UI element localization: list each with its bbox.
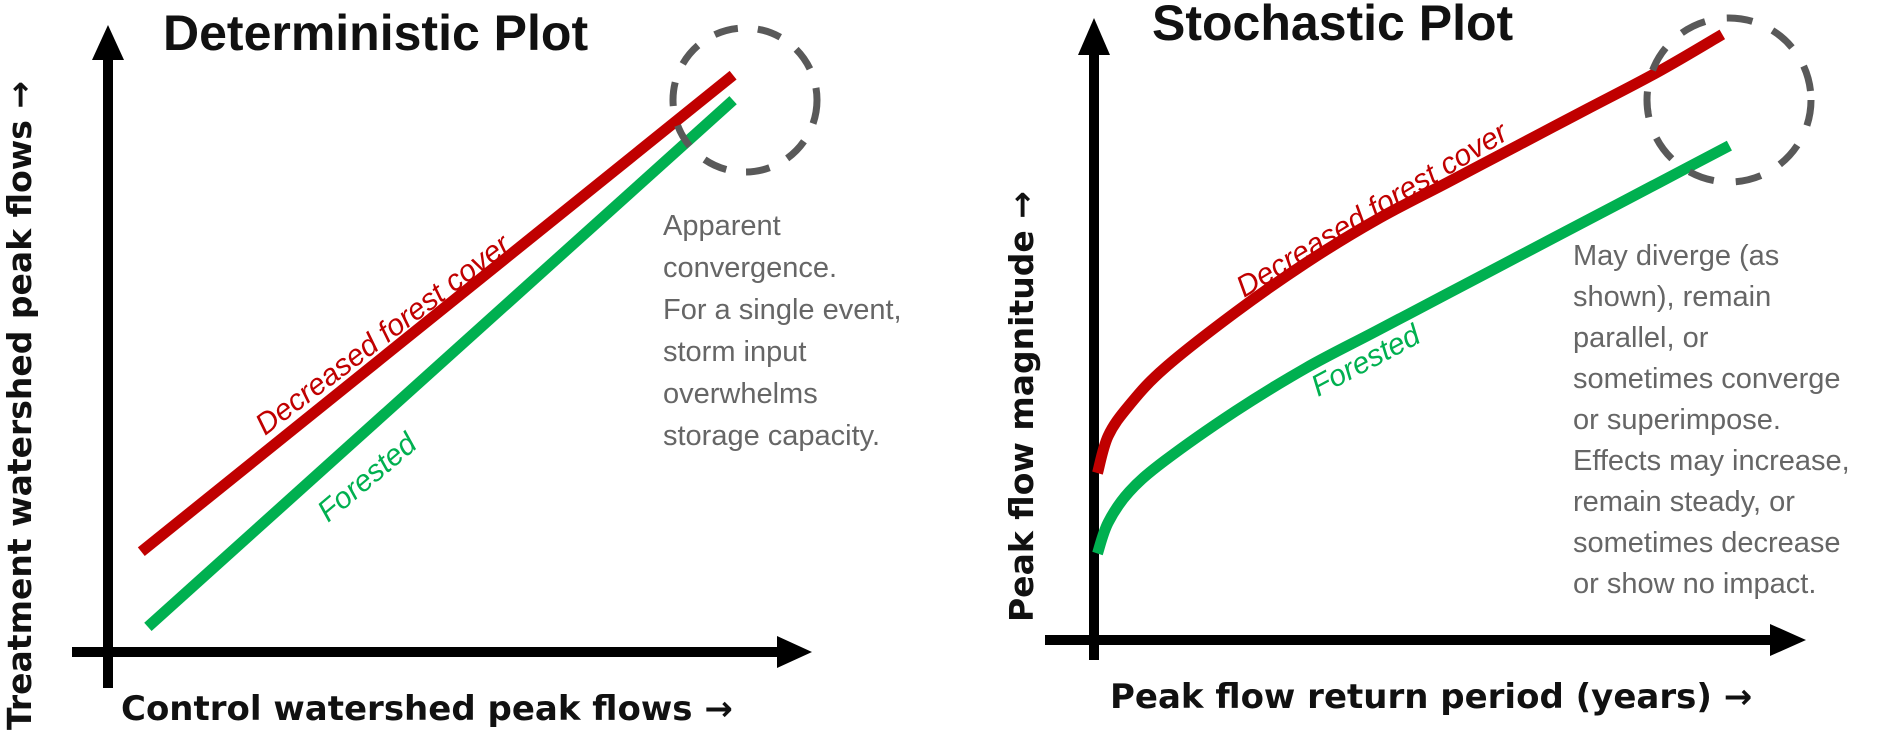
series-line-forested (144, 96, 737, 631)
divergence-highlight-circle (1643, 14, 1815, 186)
y-axis-arrowhead-icon (1078, 18, 1110, 55)
note-line: sometimes decrease (1573, 527, 1841, 559)
note-line: storage capacity. (663, 420, 880, 452)
chart-title: Deterministic Plot (163, 5, 588, 61)
note-line: For a single event, (663, 294, 902, 326)
note-line: sometimes converge (1573, 363, 1841, 395)
series-group (137, 70, 737, 631)
note-line: shown), remain (1573, 281, 1771, 313)
note-line: Apparent (663, 210, 781, 242)
note-line: or superimpose. (1573, 404, 1781, 436)
axes (1045, 18, 1806, 660)
note-line: parallel, or (1573, 322, 1709, 354)
y-axis-label: Peak flow magnitude → (1002, 191, 1041, 622)
series-label-forested: Forested (311, 426, 424, 528)
note-line: Effects may increase, (1573, 445, 1850, 477)
series-line-decreased-forest-cover (137, 70, 737, 556)
x-axis-label: Control watershed peak flows → (121, 689, 733, 729)
deterministic-plot: Deterministic Plot Control watershed pea… (0, 5, 910, 730)
note-line: overwhelms (663, 378, 818, 410)
note-line: storm input (663, 336, 806, 368)
convergence-highlight-circle (669, 24, 821, 176)
chart-title: Stochastic Plot (1152, 0, 1514, 51)
x-axis-arrowhead-icon (1770, 624, 1806, 656)
note-line: or show no impact. (1573, 568, 1816, 600)
stochastic-plot: Stochastic Plot Peak flow return period … (1002, 0, 1858, 717)
series-group (1092, 29, 1732, 556)
annotation-note: May diverge (as shown), remain parallel,… (1573, 240, 1858, 600)
y-axis-label: Treatment watershed peak flows → (0, 81, 39, 730)
x-axis-label: Peak flow return period (years) → (1110, 677, 1752, 717)
x-axis-arrowhead-icon (777, 636, 812, 668)
y-axis-arrowhead-icon (92, 25, 124, 60)
axes (72, 25, 812, 688)
annotation-note: Apparent convergence. For a single event… (663, 210, 910, 452)
note-line: remain steady, or (1573, 486, 1795, 518)
series-line-decreased-forest-cover (1092, 29, 1726, 475)
note-line: May diverge (as (1573, 240, 1779, 272)
note-line: convergence. (663, 252, 837, 284)
series-line-forested (1092, 140, 1732, 556)
